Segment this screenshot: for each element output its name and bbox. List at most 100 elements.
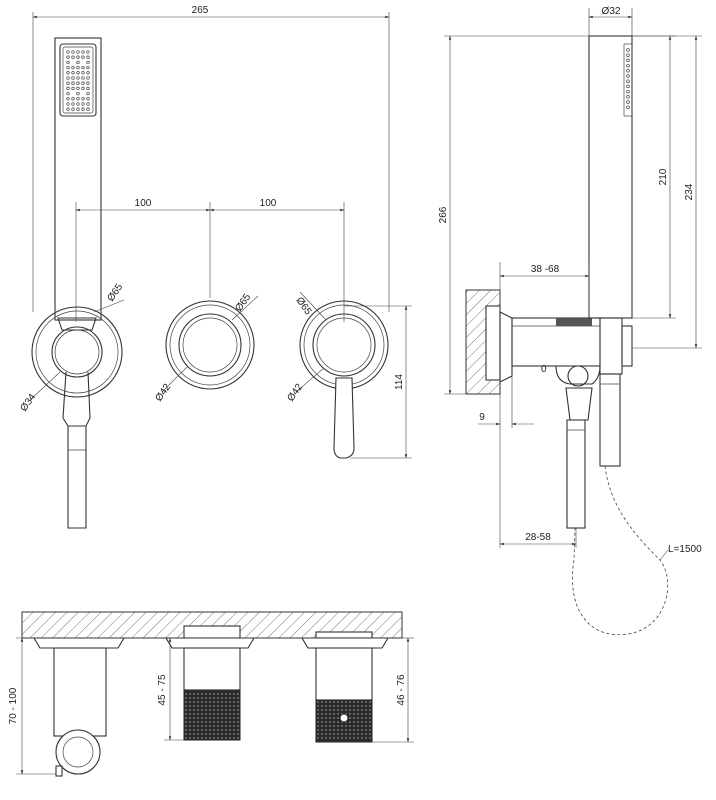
side-spray-hole xyxy=(626,105,630,109)
spray-hole xyxy=(71,71,75,75)
spray-hole xyxy=(66,60,70,65)
spray-hole xyxy=(86,76,90,80)
side-wall-9-label: 9 xyxy=(479,412,485,423)
spray-hole xyxy=(86,65,90,70)
spray-hole xyxy=(76,97,80,101)
spray-hole xyxy=(81,65,85,70)
dim-height-plate: 114 xyxy=(344,305,412,459)
dia-knob-label: Ø42 xyxy=(153,382,173,404)
spray-hole xyxy=(66,55,70,59)
side-spray-hole xyxy=(626,74,630,78)
spray-hole xyxy=(81,55,85,59)
spray-hole xyxy=(81,50,85,54)
spray-holes xyxy=(66,50,90,111)
side-spray-hole xyxy=(626,79,630,83)
spray-hole xyxy=(76,86,80,91)
spray-hole xyxy=(76,55,80,59)
bottom-depth-right-label: 46 - 76 xyxy=(396,674,407,706)
spray-hole xyxy=(81,102,85,106)
dim-overall-width-label: 265 xyxy=(192,5,209,16)
dia-lever-label: Ø42 xyxy=(285,382,305,404)
bottom-lever xyxy=(301,631,389,743)
spray-hole xyxy=(81,81,85,85)
side-height-handle-label: 210 xyxy=(658,168,669,185)
spray-hole xyxy=(76,65,80,70)
spray-hole xyxy=(71,97,75,101)
outlet-plate-front: Ø65 Ø34 xyxy=(18,282,126,529)
spray-hole xyxy=(86,81,90,85)
lever-front: Ø65 Ø42 xyxy=(285,291,389,459)
spray-hole xyxy=(66,50,70,54)
spray-hole xyxy=(76,91,80,96)
side-spray-hole xyxy=(626,58,630,63)
spray-hole xyxy=(86,91,90,96)
spray-hole xyxy=(81,107,85,111)
side-view: Ø32 0 L=1 xyxy=(438,6,702,636)
bottom-depth-mid-label: 45 - 75 xyxy=(157,674,168,706)
dim-spacing-left-label: 100 xyxy=(135,198,152,209)
spray-hole xyxy=(71,81,75,85)
knurled-knob xyxy=(183,689,241,741)
side-spray-hole xyxy=(626,69,630,73)
spray-hole xyxy=(86,97,90,101)
spray-hole xyxy=(81,86,85,91)
spray-hole xyxy=(76,107,80,111)
dia-lever-plate-label: Ø65 xyxy=(294,295,314,317)
spray-hole xyxy=(71,86,75,91)
spray-hole xyxy=(76,102,80,106)
spray-hole xyxy=(86,102,90,106)
spray-hole xyxy=(86,50,90,54)
knob-front: Ø65 Ø42 xyxy=(153,292,259,404)
side-hose xyxy=(572,465,668,636)
side-hand-shower xyxy=(588,35,633,319)
spray-hole xyxy=(81,76,85,80)
spray-hole xyxy=(66,86,70,91)
spray-hole xyxy=(86,86,90,91)
spray-hole xyxy=(71,65,75,70)
spray-hole xyxy=(66,76,70,80)
spray-hole xyxy=(66,97,70,101)
spray-hole xyxy=(86,71,90,75)
dim-side-heights: 266 210 234 xyxy=(438,35,702,395)
spray-hole xyxy=(71,102,75,106)
dim-side-handle-dia: Ø32 xyxy=(588,6,633,36)
side-depth-28-label: 28-58 xyxy=(525,532,551,543)
spray-hole xyxy=(66,107,70,111)
dim-spacing-right-label: 100 xyxy=(260,198,277,209)
spray-hole xyxy=(86,55,90,59)
side-spray-hole xyxy=(626,84,630,89)
side-spray-holes xyxy=(626,48,630,109)
side-spray-hole xyxy=(626,100,630,104)
spray-hole xyxy=(71,107,75,111)
hand-shower-front xyxy=(54,37,102,321)
side-height-234-label: 234 xyxy=(684,183,695,200)
dim-spacing: 100 100 xyxy=(75,198,345,322)
bottom-view: 70 - 100 45 - 75 46 - 76 xyxy=(8,611,414,777)
side-handle-dia-label: Ø32 xyxy=(602,6,621,17)
spray-hole xyxy=(66,91,70,96)
dim-side-depths: 38 -68 9 28-58 xyxy=(478,262,590,548)
spray-hole xyxy=(81,97,85,101)
spray-hole xyxy=(66,102,70,106)
dim-height-plate-label: 114 xyxy=(394,374,405,390)
dim-overall-width: 265 xyxy=(32,5,390,312)
bottom-knob xyxy=(165,625,255,741)
bottom-outlet xyxy=(33,637,125,777)
spray-hole xyxy=(66,71,70,75)
side-spray-hole xyxy=(626,48,630,52)
bottom-depth-left-label: 70 - 100 xyxy=(8,687,19,724)
side-hose-length-label: L=1500 xyxy=(668,544,702,555)
front-view: 265 100 100 xyxy=(18,5,412,529)
spray-hole xyxy=(71,50,75,54)
spray-hole xyxy=(81,71,85,75)
spray-hole xyxy=(71,55,75,59)
side-height-total-label: 266 xyxy=(438,206,449,223)
side-spray-hole xyxy=(626,63,630,68)
spray-hole xyxy=(86,60,90,65)
side-depth-outlet-label: 38 -68 xyxy=(531,264,560,275)
side-spray-hole xyxy=(626,95,630,99)
spray-hole xyxy=(66,65,70,70)
spray-hole xyxy=(76,71,80,75)
spray-hole xyxy=(86,107,90,111)
dim-bottom-depths: 70 - 100 45 - 75 46 - 76 xyxy=(8,637,414,775)
